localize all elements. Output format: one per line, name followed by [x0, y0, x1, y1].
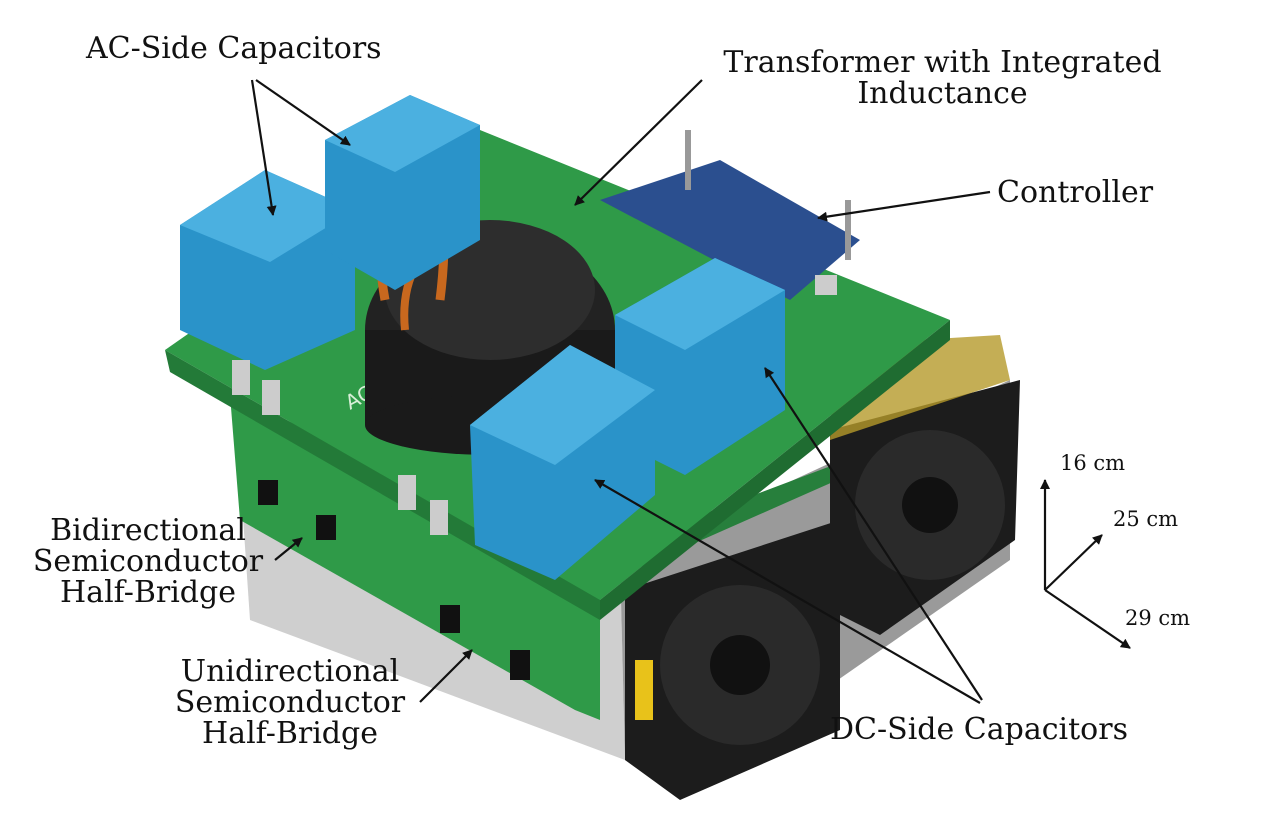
arrow-controller	[817, 190, 991, 222]
label-dc-side-capacitors: DC-Side Capacitors	[830, 712, 1128, 747]
label-bidirectional-half-bridge: Bidirectional Semiconductor Half-Bridge	[20, 515, 276, 608]
ac-side-capacitor-left	[180, 170, 355, 370]
label-line: Half-Bridge	[202, 716, 378, 751]
label-line: Semiconductor	[32, 544, 264, 579]
annotation-arrows	[250, 79, 991, 704]
arrow-ac-cap-left	[250, 79, 277, 216]
label-unidirectional-half-bridge: Unidirectional Semiconductor Half-Bridge	[160, 656, 420, 749]
ac-side-capacitor-right	[325, 95, 480, 290]
label-transformer-line2: Inductance	[857, 76, 1028, 111]
label-transformer-line1: Transformer with Integrated	[723, 45, 1162, 80]
label-ac-side-capacitors: AC-Side Capacitors	[86, 31, 382, 66]
arrow-unidirectional	[419, 649, 473, 703]
controller-board	[600, 130, 860, 300]
dimension-height: 16 cm	[1060, 451, 1126, 475]
semiconductor-devices	[232, 360, 530, 680]
label-line: Unidirectional	[180, 654, 400, 689]
label-line: Semiconductor	[174, 685, 406, 720]
label-line: Bidirectional	[50, 513, 246, 548]
label-line: Half-Bridge	[60, 575, 236, 610]
dimension-depth: 25 cm	[1113, 507, 1179, 531]
cooling-fan-rear	[830, 335, 1020, 635]
dimension-width: 29 cm	[1125, 606, 1191, 630]
arrow-dc-cap-rear	[764, 367, 983, 701]
arrow-bidirectional	[274, 537, 303, 561]
label-transformer: Transformer with Integrated Inductance	[705, 47, 1180, 109]
dc-side-capacitor-rear	[615, 258, 785, 475]
arrow-dc-cap-front	[594, 479, 981, 704]
arrow-ac-cap-right	[255, 79, 351, 146]
arrow-transformer	[574, 79, 703, 206]
dimension-axes	[1040, 479, 1131, 649]
axis-width	[1044, 589, 1131, 649]
label-controller: Controller	[997, 175, 1154, 210]
axis-depth	[1044, 534, 1103, 591]
dc-side-capacitor-front	[470, 345, 655, 580]
